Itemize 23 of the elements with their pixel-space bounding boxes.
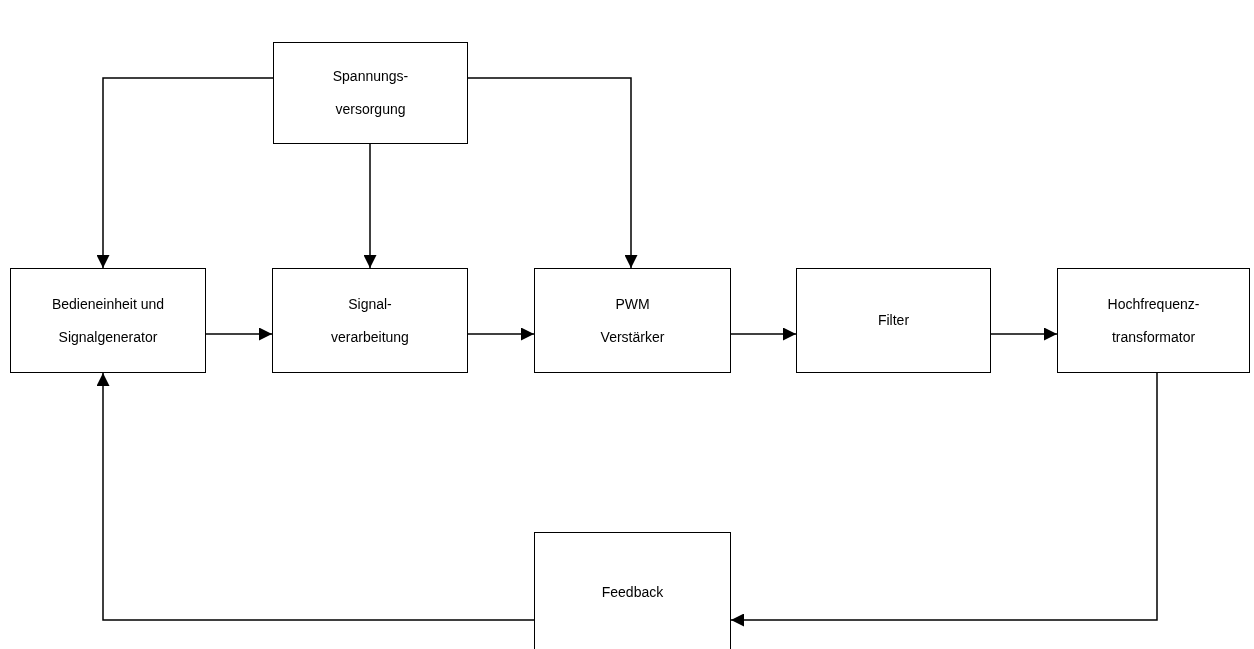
process-box (1057, 268, 1250, 373)
arrow (96, 77, 274, 269)
arrow (205, 327, 273, 341)
process-box (796, 268, 991, 373)
box-label: PWM Verstärker (599, 294, 666, 347)
arrow (363, 143, 377, 269)
arrow (990, 327, 1058, 341)
box-label: Signal- verarbeitung (330, 294, 410, 347)
box-label: Bedieneinheit und Signalgenerator (50, 294, 166, 347)
process-box (10, 268, 206, 373)
arrow (730, 372, 1158, 627)
box-label: Filter (877, 311, 910, 330)
process-box (272, 268, 468, 373)
arrow (467, 327, 535, 341)
process-box (534, 268, 731, 373)
arrow (467, 77, 638, 269)
arrow (96, 372, 535, 621)
box-label: Feedback (601, 582, 664, 602)
box-label: Hochfrequenz- transformator (1106, 294, 1201, 347)
box-label: Spannungs- versorgung (331, 67, 410, 119)
process-box (273, 42, 468, 144)
process-box (534, 532, 731, 649)
arrow (730, 327, 797, 341)
